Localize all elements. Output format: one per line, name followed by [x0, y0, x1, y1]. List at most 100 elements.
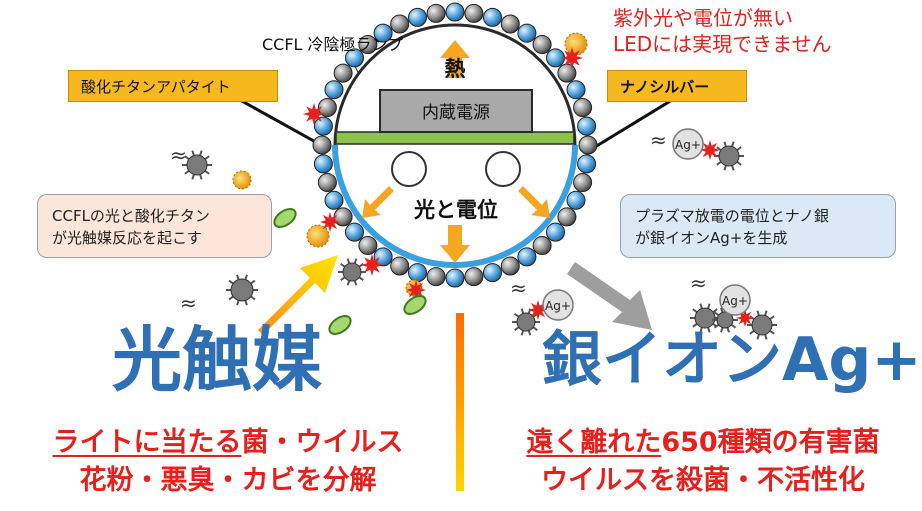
light-arrow-right: [518, 186, 550, 218]
right-line-2: ウイルスを殺菌・不活性化: [541, 465, 865, 496]
photocatalyst-title: 光触媒: [112, 319, 322, 401]
bead: [445, 268, 465, 288]
squiggle-icon: ≈: [180, 291, 197, 315]
light-beam: [456, 313, 464, 491]
ion-label: Ag+: [545, 299, 571, 313]
bead: [532, 35, 552, 54]
bead: [483, 7, 502, 27]
left-line-1-emphasis: ライトに当たる: [52, 427, 242, 458]
burst-icon: [303, 103, 325, 125]
bead: [426, 3, 446, 23]
bead: [517, 23, 537, 43]
power-unit-box: [379, 89, 533, 133]
bead: [517, 247, 537, 267]
bead: [324, 80, 344, 100]
bead: [333, 207, 353, 227]
note-left-line-2: が光触媒反応を起こす: [52, 229, 202, 247]
lamp-blue-coating: [332, 144, 578, 268]
bead: [546, 222, 565, 242]
heat-arrow: [440, 40, 470, 78]
tag-nano-silver: ナノシルバー: [607, 70, 747, 102]
bead: [426, 267, 446, 287]
burst-icon: [361, 254, 383, 276]
virus-icon: [186, 154, 208, 176]
squiggle-icon: ≈: [510, 276, 527, 300]
note-photocatalyst: CCFLの光と酸化チタン が光触媒反応を起こす: [37, 194, 272, 258]
note-right-line-2: が銀イオンAg+を生成: [635, 229, 788, 247]
bead: [566, 190, 586, 210]
bacteria-icon: [403, 295, 427, 315]
bead: [483, 263, 502, 283]
virus-icon: [342, 262, 362, 282]
lamp-cross-section: [332, 23, 578, 268]
bead: [577, 154, 597, 174]
bead: [312, 135, 332, 155]
tag-titanium-apatite: 酸化チタンアパタイト: [68, 70, 278, 102]
bead: [390, 256, 410, 276]
bead: [313, 116, 333, 136]
circuit-board: [335, 131, 575, 145]
warning-line-2: LEDには実現できません: [613, 32, 832, 56]
virus-icon: [751, 314, 773, 336]
burst-icon: [320, 212, 340, 232]
right-line-1: 遠く離れた650種類の有害菌: [488, 425, 918, 461]
squiggle-icon: ≈: [690, 271, 707, 295]
bead: [313, 154, 333, 174]
bead: [317, 98, 337, 117]
pollen-icon: [306, 224, 330, 248]
ion-group-right-top: Ag+: [672, 128, 704, 160]
silver-ion-icon: [719, 284, 751, 316]
burst-icon: [700, 140, 720, 160]
bead: [532, 236, 552, 255]
bead: [557, 207, 577, 227]
bead: [500, 14, 520, 34]
bead: [577, 116, 597, 136]
bead: [464, 267, 484, 287]
ion-label: Ag+: [722, 294, 748, 308]
warning-line-1: 紫外光や電位が無い: [613, 6, 793, 30]
light-arrow-left: [362, 186, 394, 218]
light-potential-label: 光と電位: [413, 198, 498, 222]
light-arrow-down: [440, 225, 470, 263]
ccfl-tube-right: [485, 151, 521, 187]
ion-group-center: Ag+: [542, 289, 574, 321]
bacteria-icon: [328, 315, 352, 335]
power-label: 内蔵電源: [422, 103, 490, 123]
silver-ion-arrow: [567, 262, 652, 330]
bead: [566, 80, 586, 100]
bead: [445, 2, 465, 22]
ccfl-tube-left: [391, 151, 427, 187]
bead: [358, 236, 378, 255]
right-line-1-rest: 650種類の有害菌: [661, 427, 880, 458]
bead: [373, 247, 393, 267]
burst-icon: [406, 280, 426, 300]
ion-group-right-bottom: Ag+: [719, 284, 751, 316]
virus-icon: [516, 312, 536, 332]
heat-label: 熱: [445, 57, 466, 81]
virus-icon: [718, 145, 740, 167]
warning-text: 紫外光や電位が無い LEDには実現できません: [613, 5, 832, 57]
bead: [500, 256, 520, 276]
bead: [573, 173, 593, 192]
virus-icon: [230, 278, 254, 302]
right-line-1-emphasis: 遠く離れた: [526, 427, 662, 458]
squiggle-icon: ≈: [170, 143, 187, 167]
virus-icon: [694, 307, 716, 329]
bead: [578, 135, 598, 155]
bacteria-icon: [273, 208, 297, 228]
bead: [464, 3, 484, 23]
bead: [358, 35, 378, 54]
germ-icons: [182, 32, 777, 340]
left-line-1-rest: 菌・ウイルス: [241, 427, 404, 458]
bead: [324, 190, 344, 210]
bead: [373, 23, 393, 43]
bead: [390, 14, 410, 34]
silver-ion-title: 銀イオンAg+: [542, 325, 922, 395]
bead: [557, 63, 577, 83]
pollen-icon: [232, 170, 252, 190]
burst-icon: [561, 47, 583, 69]
bead: [573, 98, 593, 117]
silver-ion-icon: [672, 128, 704, 160]
bead: [345, 48, 364, 68]
